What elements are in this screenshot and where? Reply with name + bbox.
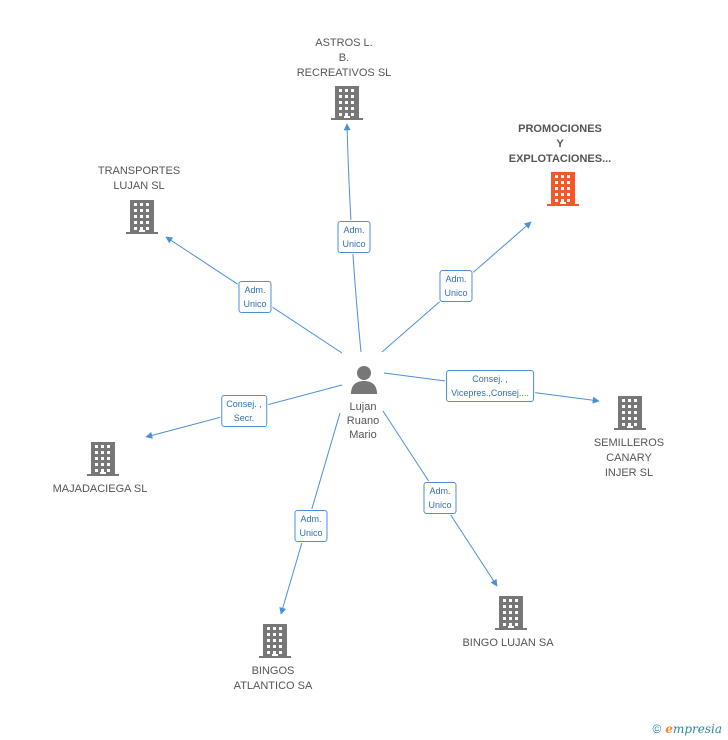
edge-role-label[interactable]: Adm. Unico	[337, 221, 371, 253]
center-name-line: Ruano	[346, 415, 380, 427]
building-icon[interactable]	[87, 442, 119, 476]
building-icon[interactable]	[126, 200, 158, 234]
company-name[interactable]: PROMOCIONES Y EXPLOTACIONES...	[509, 122, 611, 167]
company-name-line: BINGOS	[251, 665, 295, 677]
company-name-line: ASTROS L.	[315, 37, 373, 49]
company-name-line: B.	[338, 52, 350, 64]
center-person-name[interactable]: Lujan Ruano Mario	[347, 400, 379, 442]
company-name-line: SEMILLEROS	[593, 437, 665, 449]
edge-role-line: Adm.	[343, 225, 365, 235]
building-icon[interactable]	[495, 596, 527, 630]
building-icon[interactable]	[331, 86, 363, 120]
footer-brand[interactable]: ©empresia	[652, 722, 722, 736]
edge-role-line: Adm.	[445, 274, 467, 284]
edge-role-label[interactable]: Consej. , Secr.	[221, 395, 267, 427]
edge-role-line: Adm.	[429, 486, 451, 496]
edge-role-label[interactable]: Adm. Unico	[439, 270, 473, 302]
edge-role-line: Consej. ,	[226, 399, 262, 409]
company-name[interactable]: BINGOS ATLANTICO SA	[234, 664, 313, 694]
copyright-symbol: ©	[652, 722, 662, 736]
edge-role-label[interactable]: Adm. Unico	[238, 281, 272, 313]
center-name-line: Mario	[349, 429, 377, 441]
edge-role-line: Unico	[342, 239, 366, 249]
company-name[interactable]: BINGO LUJAN SA	[462, 636, 553, 651]
company-name[interactable]: SEMILLEROS CANARY INJER SL	[594, 436, 664, 481]
building-icon[interactable]	[614, 396, 646, 430]
edge-role-line: Vicepres.,Consej....	[451, 388, 529, 398]
company-name-line: RECREATIVOS SL	[296, 67, 392, 79]
company-name-line: TRANSPORTES	[97, 165, 181, 177]
building-icon[interactable]	[259, 624, 291, 658]
company-name-line: BINGO LUJAN SA	[462, 637, 554, 649]
brand-name: mpresia	[672, 722, 722, 736]
edge-role-line: Adm.	[244, 285, 266, 295]
company-name-line: ATLANTICO SA	[233, 680, 313, 692]
edge-role-label[interactable]: Adm. Unico	[294, 510, 328, 542]
edge-role-line: Secr.	[233, 413, 255, 423]
person-icon[interactable]	[349, 364, 379, 394]
company-name-line: INJER SL	[604, 467, 654, 479]
company-name[interactable]: ASTROS L. B. RECREATIVOS SL	[297, 36, 392, 81]
company-name-line: Y	[556, 138, 564, 150]
company-name-line: LUJAN SL	[113, 180, 165, 192]
company-name-line: PROMOCIONES	[518, 123, 602, 135]
company-name-line: MAJADACIEGA SL	[52, 483, 148, 495]
edge-role-label[interactable]: Adm. Unico	[423, 482, 457, 514]
edge-role-line: Adm.	[300, 514, 322, 524]
edge-role-label[interactable]: Consej. , Vicepres.,Consej....	[446, 370, 534, 402]
company-name-line: CANARY	[606, 452, 652, 464]
brand-initial: e	[665, 722, 673, 736]
edge-role-line: Unico	[444, 288, 468, 298]
center-name-line: Lujan	[349, 401, 377, 413]
edge-role-line: Unico	[428, 500, 452, 510]
company-name-line: EXPLOTACIONES...	[508, 153, 612, 165]
edge-role-line: Unico	[299, 528, 323, 538]
edge-role-line: Consej. ,	[472, 374, 508, 384]
highlighted-building-icon[interactable]	[547, 172, 579, 206]
company-name[interactable]: TRANSPORTES LUJAN SL	[98, 164, 180, 194]
company-name[interactable]: MAJADACIEGA SL	[53, 482, 148, 497]
edge-role-line: Unico	[243, 299, 267, 309]
